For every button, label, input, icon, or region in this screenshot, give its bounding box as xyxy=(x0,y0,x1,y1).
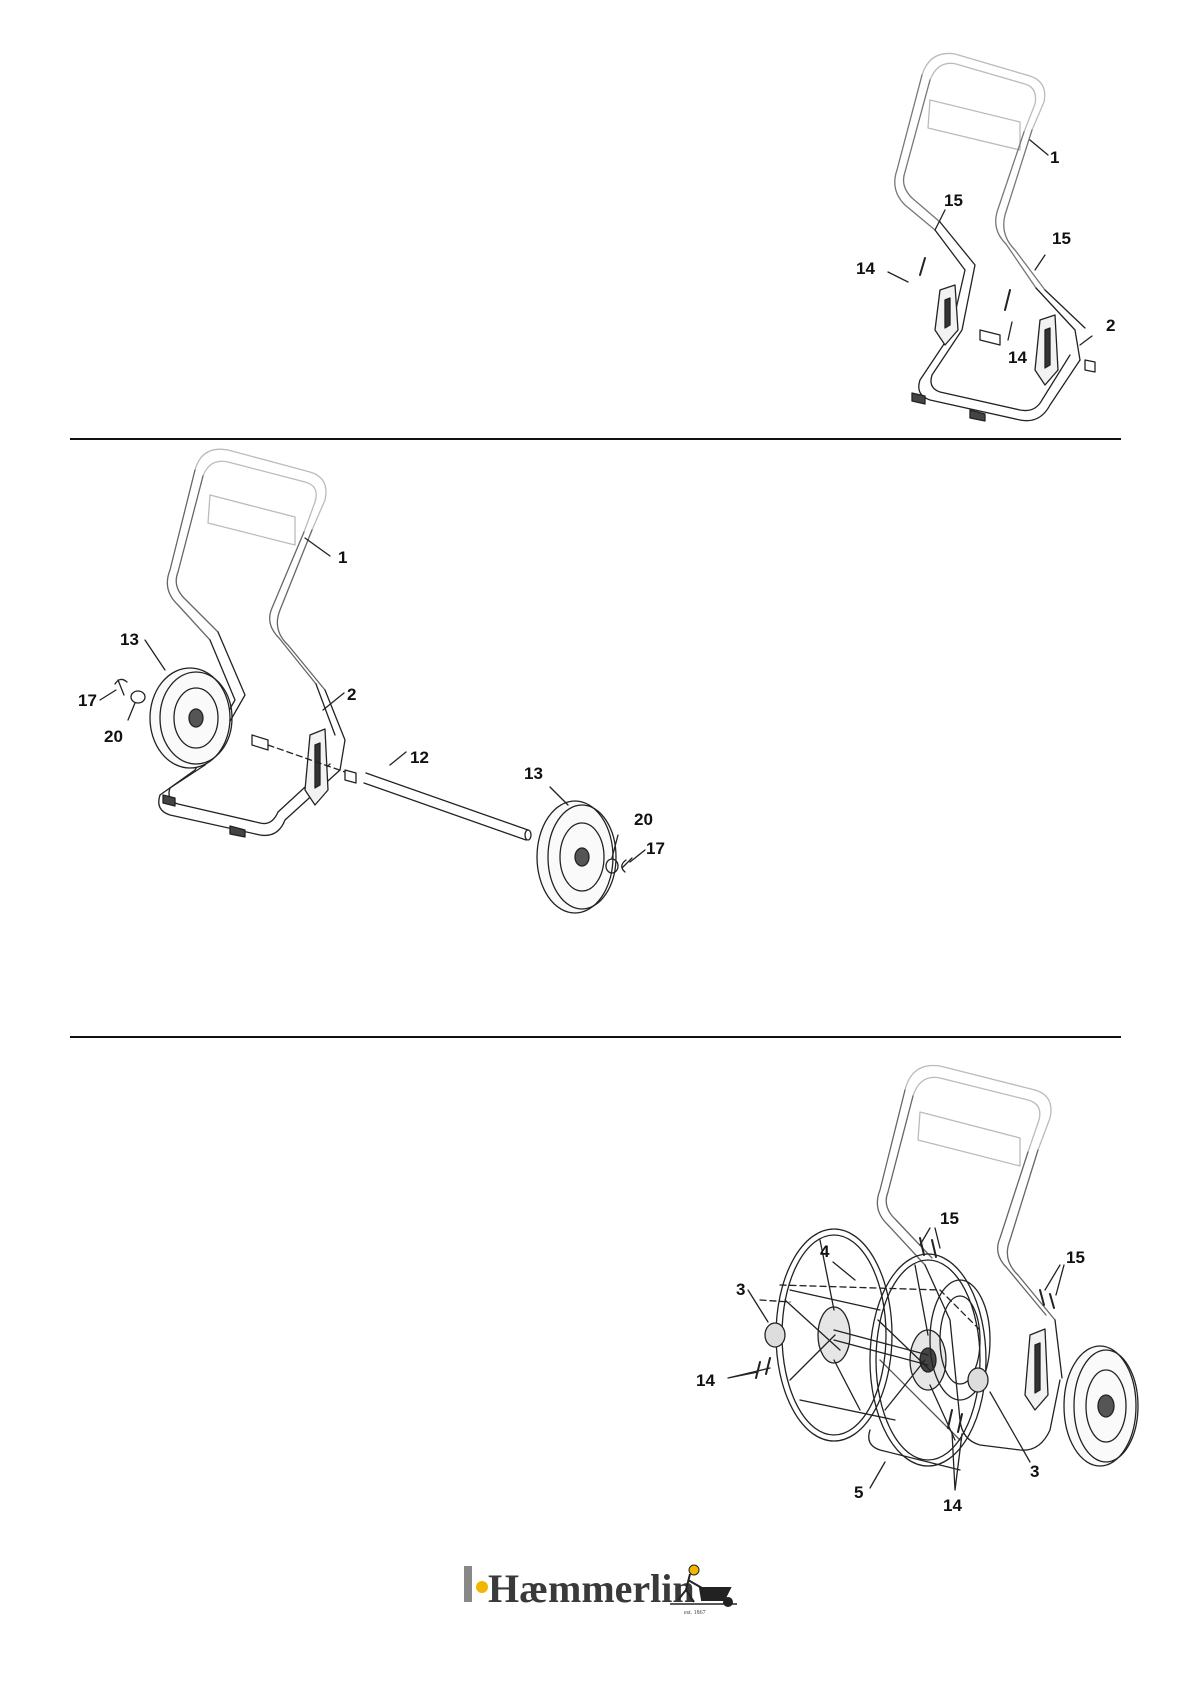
callout-4: 4 xyxy=(820,1242,830,1261)
callout-14: 14 xyxy=(943,1496,962,1515)
logo-bar-icon xyxy=(464,1566,472,1602)
callout-3: 3 xyxy=(1030,1462,1039,1481)
callout-5: 5 xyxy=(854,1483,863,1502)
logo-dot-icon xyxy=(476,1581,488,1593)
logo-tagline: est. 1867 xyxy=(684,1610,706,1616)
callout-15: 15 xyxy=(1066,1248,1085,1267)
logo-wordmark: Hæmmerlin xyxy=(488,1566,695,1611)
callout-3: 3 xyxy=(736,1280,745,1299)
reel-assembly-diagram: 15 4 15 3 14 3 5 14 xyxy=(0,0,1191,1540)
haemmerlin-logo: Hæmmerlin est. 1867 xyxy=(462,1550,742,1620)
callout-15: 15 xyxy=(940,1209,959,1228)
callout-14: 14 xyxy=(696,1371,715,1390)
